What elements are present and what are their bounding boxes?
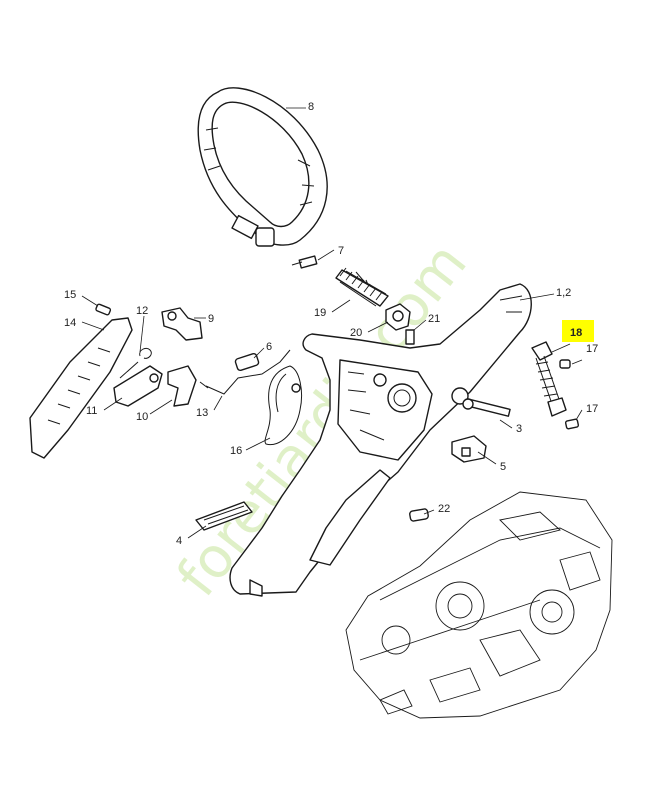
screw-21 [405, 329, 415, 345]
screw-17-top [559, 359, 571, 369]
lever-9 [161, 307, 203, 341]
trigger-10 [167, 365, 197, 407]
clip-12 [119, 347, 152, 379]
label-11: 11 [86, 405, 97, 417]
spring-18 [531, 341, 567, 417]
label-21: 21 [428, 313, 440, 325]
bracket-5 [451, 435, 487, 463]
front-handle-bar [197, 87, 328, 247]
label-19: 19 [314, 307, 326, 319]
label-17-top: 17 [586, 343, 598, 355]
spring-19 [335, 267, 389, 307]
label-18: 18 [570, 327, 582, 339]
buffer-20 [385, 303, 411, 331]
sleeve-6 [234, 352, 260, 372]
label-17-bottom: 17 [586, 403, 598, 415]
engine-housing [345, 491, 613, 719]
label-1-2: 1,2 [556, 287, 571, 299]
part-labels: 1,2 3 4 5 6 7 8 9 10 11 12 13 14 15 16 1… [64, 101, 598, 547]
label-12: 12 [136, 305, 148, 317]
highlight-18 [562, 320, 594, 342]
trigger-cover-14 [29, 317, 133, 459]
label-5: 5 [500, 461, 506, 473]
label-9: 9 [208, 313, 214, 325]
label-6: 6 [266, 341, 272, 353]
label-22: 22 [438, 503, 450, 515]
screw-22 [409, 508, 429, 522]
label-15: 15 [64, 289, 76, 301]
rear-handle-housing [229, 283, 532, 597]
label-20: 20 [350, 327, 362, 339]
leader-lines [81, 107, 583, 539]
bolt-3 [462, 398, 511, 417]
label-3: 3 [516, 423, 522, 435]
label-10: 10 [136, 411, 148, 423]
cable-16 [264, 365, 303, 446]
label-8: 8 [308, 101, 314, 113]
label-14: 14 [64, 317, 76, 329]
label-7: 7 [338, 245, 344, 257]
label-13: 13 [196, 407, 208, 419]
screw-17-bottom [564, 418, 580, 430]
screw-15 [95, 303, 112, 316]
grip-plate-4 [195, 501, 253, 531]
rod-13 [199, 349, 291, 395]
label-4: 4 [176, 535, 182, 547]
label-16: 16 [230, 445, 242, 457]
screw-7 [291, 255, 318, 269]
interlock-11 [113, 365, 163, 407]
